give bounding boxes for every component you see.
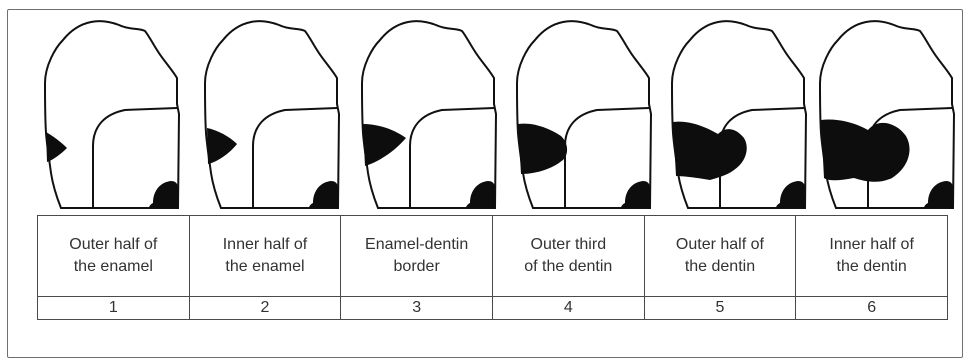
stage-number-5: 5 [644,297,796,320]
stage-label-5-line1: Outer half of [649,234,792,256]
tooth-drawing-3 [362,21,496,208]
stage-label-5: Outer half of the dentin [644,216,796,297]
stage-label-6-line2: the dentin [800,256,943,278]
lesion-5 [673,122,747,180]
stage-labels-row: Outer half of the enamel Inner half of t… [38,216,948,297]
stage-label-2-line2: the enamel [194,256,337,278]
tooth-drawing-5 [672,21,806,208]
stage-label-4: Outer third of the dentin [492,216,644,297]
stage-number-1: 1 [38,297,190,320]
stage-number-2: 2 [189,297,341,320]
lesion-4 [518,124,567,174]
lesion-3 [363,124,406,166]
stage-number-6: 6 [796,297,948,320]
stage-label-1-line2: the enamel [42,256,185,278]
stage-label-2-line1: Inner half of [194,234,337,256]
lesion-1 [46,132,67,162]
lesion-6 [821,119,910,181]
stage-label-4-line2: of the dentin [497,256,640,278]
stage-label-5-line2: the dentin [649,256,792,278]
stage-number-4: 4 [492,297,644,320]
tooth-drawing-4 [517,21,651,208]
stage-label-3-line1: Enamel-dentin [345,234,488,256]
tooth-drawing-6 [820,21,954,208]
stage-numbers-row: 1 2 3 4 5 6 [38,297,948,320]
stage-label-6-line1: Inner half of [800,234,943,256]
stage-label-1: Outer half of the enamel [38,216,190,297]
stage-label-1-line1: Outer half of [42,234,185,256]
lesion-2 [207,128,237,164]
stage-legend-table: Outer half of the enamel Inner half of t… [37,215,948,320]
stage-label-6: Inner half of the dentin [796,216,948,297]
stage-label-3: Enamel-dentin border [341,216,493,297]
tooth-drawing-1 [45,21,179,208]
stage-label-2: Inner half of the enamel [189,216,341,297]
stage-number-3: 3 [341,297,493,320]
tooth-drawing-2 [205,21,339,208]
stage-label-4-line1: Outer third [497,234,640,256]
stage-label-3-line2: border [345,256,488,278]
